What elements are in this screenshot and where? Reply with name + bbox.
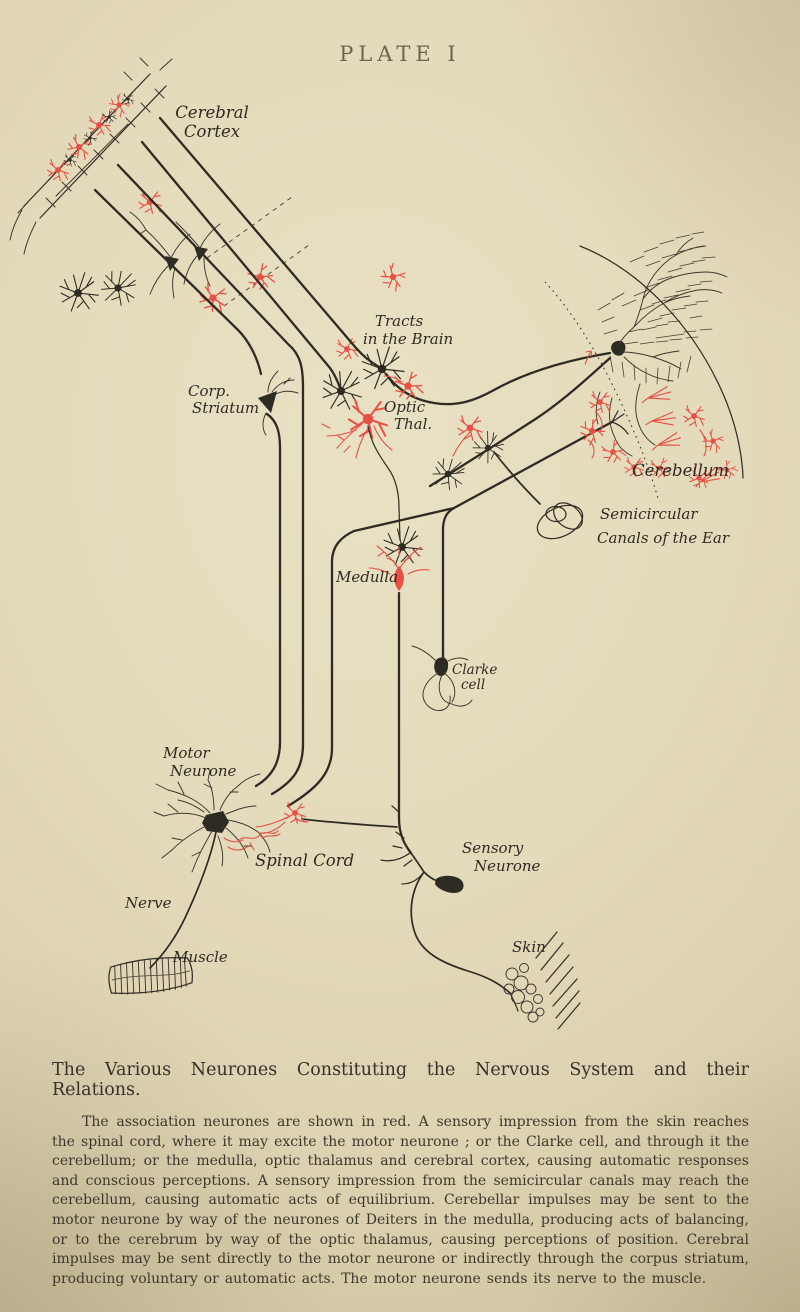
label-cerebral-cortex: Cerebral: [175, 103, 249, 122]
label-muscle: Muscle: [172, 948, 228, 966]
cerebellar-red-cell: [575, 414, 609, 448]
label-nerve: Nerve: [124, 894, 172, 912]
semicircular-canals-icon: [536, 502, 584, 540]
motor-neurone-drawing: [149, 769, 309, 969]
corpus-striatum-cell: [258, 370, 299, 436]
label-medulla: Medulla: [335, 568, 398, 586]
cerebellar-red-cell: [682, 404, 706, 428]
optic-thal-red-neuron: [347, 398, 389, 440]
label-spinal-cord: Spinal Cord: [255, 851, 354, 870]
label-clarke-cell: cell: [461, 677, 485, 693]
label-cerebral-cortex: Cortex: [184, 122, 241, 141]
red-association-neuron: [456, 414, 484, 442]
label-tracts-in-brain: in the Brain: [363, 330, 453, 348]
label-sensory-neurone: Neurone: [473, 857, 541, 875]
stellate-cell: [59, 271, 100, 312]
red-association-neuron: [137, 189, 163, 215]
label-tracts-in-brain: Tracts: [375, 312, 424, 330]
label-optic-thal: Thal.: [394, 415, 432, 433]
cerebellum-drawing: [544, 231, 744, 503]
cerebellar-tract-fibres: [286, 356, 629, 808]
red-association-neuron: [195, 280, 231, 316]
label-skin: Skin: [512, 938, 546, 956]
label-sensory-neurone: Sensory: [462, 839, 524, 857]
purkinje-cell: [597, 231, 728, 385]
neurone-diagram: Cerebral Cortex Tracts in the Brain Corp…: [9, 57, 744, 1030]
label-corp-striatum: Corp.: [188, 382, 230, 400]
muscle-drawing: [108, 956, 193, 995]
spinal-cord-drawing: [301, 805, 519, 1012]
vestibular-neuron: [468, 426, 509, 467]
cerebellar-red-cell: [588, 390, 612, 414]
medulla-drawing: [367, 425, 430, 855]
cerebellar-red-cell: [597, 436, 629, 468]
mossy-fibre-ending: [643, 411, 678, 430]
label-cerebellum: Cerebellum: [632, 461, 729, 480]
skin-drawing: [503, 931, 581, 1030]
optic-thalamus-drawing: [318, 365, 426, 459]
sensory-ganglion-soma: [435, 875, 464, 893]
plate-header: PLATE I: [339, 42, 461, 66]
caption-title: The Various Neurones Constituting the Ne…: [52, 1060, 749, 1100]
label-clarke-cell: Clarke: [452, 662, 497, 678]
thalamic-neuron: [318, 365, 367, 415]
clarke-cell-drawing: [411, 645, 473, 711]
stellate-cell: [95, 263, 144, 312]
diagram-labels: Cerebral Cortex Tracts in the Brain Corp…: [124, 103, 730, 966]
red-association-neuron: [376, 260, 410, 294]
caption-body: The association neurones are shown in re…: [52, 1114, 749, 1287]
deiters-red-neuron: [394, 566, 404, 591]
label-corp-striatum: Striatum: [192, 399, 259, 417]
label-motor-neurone: Neurone: [169, 762, 237, 780]
mossy-fibre-ending: [639, 385, 674, 408]
label-semicircular-canals: Semicircular: [600, 505, 698, 523]
plate-caption: The Various Neurones Constituting the Ne…: [52, 1060, 749, 1289]
cortical-tract-fibres: [93, 116, 612, 796]
cerebellar-red-cell: [698, 426, 728, 456]
cerebral-cortex-drawing: [9, 57, 410, 363]
vestibular-neuron: [426, 451, 472, 497]
label-optic-thal: Optic: [384, 398, 426, 416]
label-semicircular-canals: Canals of the Ear: [597, 529, 730, 547]
label-motor-neurone: Motor: [162, 744, 210, 762]
mossy-fibre-ending: [648, 431, 684, 455]
